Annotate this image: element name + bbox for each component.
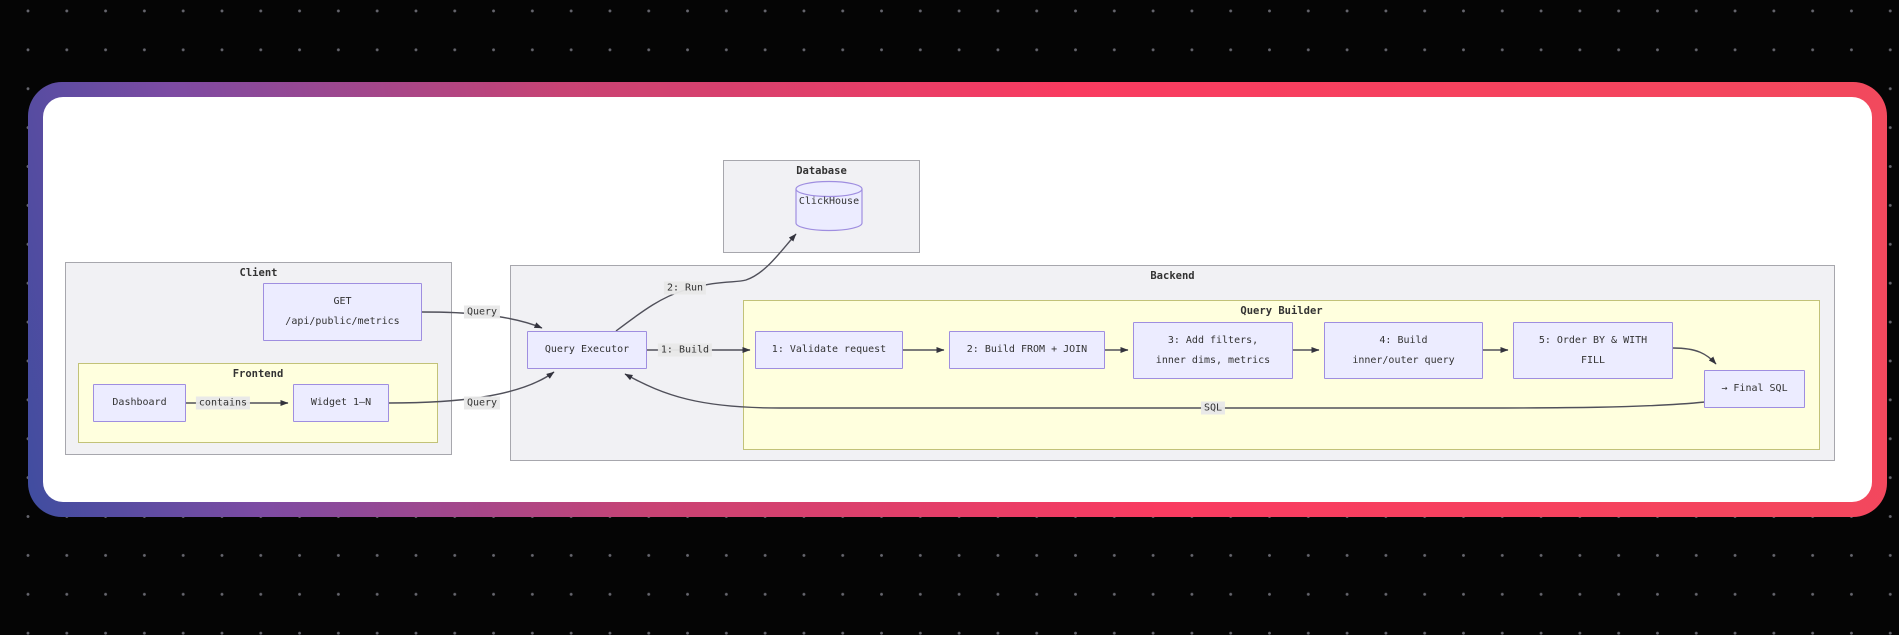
cluster-query-builder-title: Query Builder <box>1240 305 1323 317</box>
node-label: FILL <box>1580 354 1606 366</box>
node-clickhouse-label: ClickHouse <box>798 196 860 207</box>
edge-label-query-bottom: Query <box>463 396 501 410</box>
cluster-frontend-title: Frontend <box>232 368 284 380</box>
node-label: /api/public/metrics <box>285 316 400 327</box>
edge-label-sql: SQL <box>1200 401 1226 415</box>
node-get-api: GET /api/public/metrics <box>263 283 422 341</box>
node-query-executor: Query Executor <box>527 331 647 369</box>
node-widget: Widget 1–N <box>293 384 389 422</box>
node-label: inner/outer query <box>1352 354 1455 366</box>
edge-executor-to-clickhouse-run <box>615 233 797 332</box>
cluster-database-title: Database <box>796 165 847 177</box>
node-order-by-with-fill: 5: Order BY & WITH FILL <box>1513 322 1673 379</box>
node-label: Query Executor <box>544 344 630 355</box>
node-label: 3: Add filters, <box>1167 334 1259 346</box>
node-label: inner dims, metrics <box>1155 354 1271 366</box>
node-label: Widget 1–N <box>310 397 372 408</box>
edge-label-run: 2: Run <box>663 281 707 295</box>
node-final-sql: → Final SQL <box>1704 370 1805 408</box>
node-label: 2: Build FROM + JOIN <box>966 344 1088 355</box>
cluster-database: Database <box>723 160 920 253</box>
node-build-inner-outer: 4: Build inner/outer query <box>1324 322 1483 379</box>
node-label: Dashboard <box>112 397 167 408</box>
node-validate-request: 1: Validate request <box>755 331 903 369</box>
node-add-filters: 3: Add filters, inner dims, metrics <box>1133 322 1293 379</box>
node-label: 5: Order BY & WITH <box>1538 334 1648 346</box>
clickhouse-cylinder <box>795 180 863 232</box>
node-label: → Final SQL <box>1721 383 1788 394</box>
edge-label-query-top: Query <box>463 305 501 319</box>
edge-label-contains: contains <box>195 396 251 410</box>
node-label: GET <box>333 296 352 307</box>
node-label: 1: Validate request <box>771 344 887 355</box>
cluster-client-title: Client <box>239 267 278 279</box>
node-dashboard: Dashboard <box>93 384 186 422</box>
edge-label-build: 1: Build <box>657 343 713 357</box>
edge-orderby-to-finalsql <box>1672 347 1717 365</box>
edge-finalsql-to-executor-sql <box>624 373 1706 409</box>
cluster-backend-title: Backend <box>1150 270 1195 282</box>
node-build-from-join: 2: Build FROM + JOIN <box>949 331 1105 369</box>
node-label: 4: Build <box>1379 334 1428 346</box>
